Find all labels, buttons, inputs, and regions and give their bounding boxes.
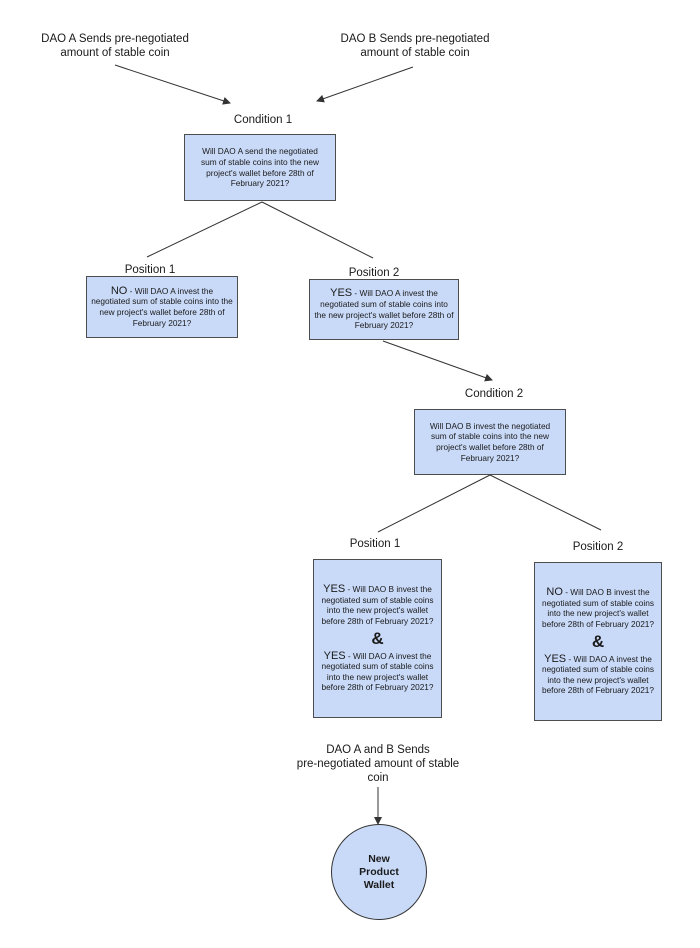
line-condition2-to-position1 <box>377 474 491 533</box>
c2-position1-ampersand: & <box>371 628 384 648</box>
dao-a-send-label: DAO A Sends pre-negotiated amount of sta… <box>41 33 189 59</box>
c1-position2-text: - Will DAO A invest the negotiated sum o… <box>314 288 454 331</box>
c2-position1-text2: - Will DAO A invest the negotiated sum o… <box>321 650 434 693</box>
arrow-dao-b-to-condition1 <box>316 66 414 103</box>
line-condition1-to-position1 <box>146 201 263 258</box>
c1-position1-box: NO - Will DAO A invest the negotiated su… <box>86 276 238 338</box>
c2-position1-box: YES - Will DAO B invest the negotiated s… <box>313 559 442 718</box>
c2-position1-text1: - Will DAO B invest the negotiated sum o… <box>321 584 434 626</box>
c2-position2-text2: - Will DAO A invest the negotiated sum o… <box>541 653 655 696</box>
c2-position1-key1: YES <box>323 583 346 596</box>
dao-b-send-label: DAO B Sends pre-negotiated amount of sta… <box>340 33 490 59</box>
c1-position1-key: NO <box>110 284 128 297</box>
c2-position2-label: Position 2 <box>572 541 624 553</box>
c2-position2-ampersand: & <box>591 631 605 651</box>
condition1-question: Will DAO A send the negotiated sum of st… <box>200 146 320 189</box>
c2-position2-text1: - Will DAO B invest the negotiated sum o… <box>541 587 655 629</box>
condition2-question: Will DAO B invest the negotiated sum of … <box>429 420 551 463</box>
c2-position1-label: Position 1 <box>349 538 401 550</box>
final-send-label: DAO A and B Sends pre-negotiated amount … <box>296 744 460 784</box>
c1-position1-text: - Will DAO A invest the negotiated sum o… <box>91 285 233 328</box>
new-product-wallet-node: New Product Wallet <box>331 824 427 920</box>
c1-position1-label: Position 1 <box>124 264 176 276</box>
line-condition1-to-position2 <box>261 201 374 259</box>
c1-position2-key: YES <box>330 287 353 300</box>
c2-position1-key2: YES <box>323 649 346 662</box>
condition1-label: Condition 1 <box>233 114 293 126</box>
condition1-box: Will DAO A send the negotiated sum of st… <box>184 134 336 201</box>
c2-position2-key2: YES <box>544 652 567 665</box>
c1-position2-box: YES - Will DAO A invest the negotiated s… <box>309 279 459 340</box>
c1-position2-label: Position 2 <box>348 267 400 279</box>
condition2-box: Will DAO B invest the negotiated sum of … <box>414 409 566 475</box>
arrow-position2-to-condition2 <box>382 340 493 382</box>
c2-position2-key1: NO <box>546 586 563 599</box>
arrow-dao-a-to-condition1 <box>114 64 231 105</box>
c2-position2-box: NO - Will DAO B invest the negotiated su… <box>534 562 662 721</box>
condition2-label: Condition 2 <box>464 388 524 400</box>
line-condition2-to-position2 <box>489 474 602 531</box>
